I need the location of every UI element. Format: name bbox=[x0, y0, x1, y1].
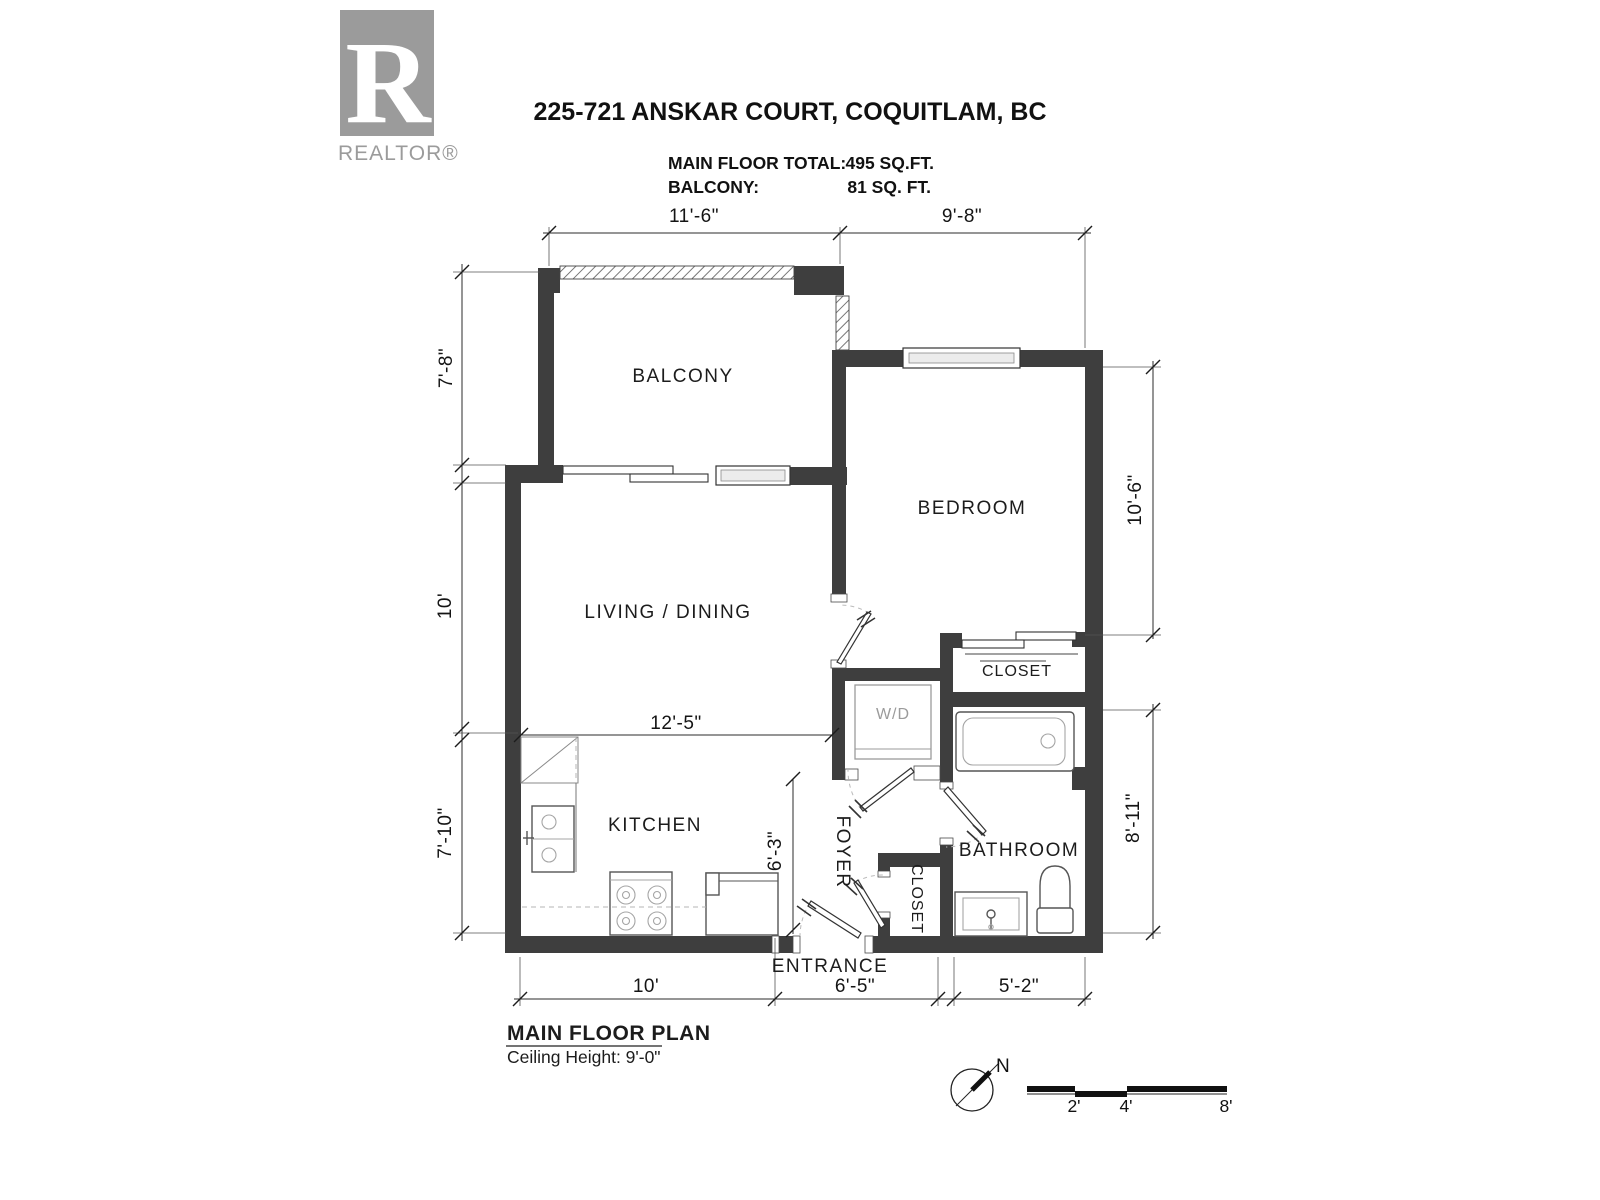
dim-right-bedroom: 10'-6" bbox=[1125, 474, 1146, 525]
dim-top-right: 9'-8" bbox=[942, 206, 982, 227]
realtor-logo-label: REALTOR® bbox=[338, 142, 459, 165]
door-jambs bbox=[771, 593, 954, 954]
label-foyer: FOYER bbox=[832, 816, 853, 889]
label-living-dining: LIVING / DINING bbox=[584, 602, 751, 623]
label-entrance: ENTRANCE bbox=[772, 956, 889, 977]
main-floor-total-label: MAIN FLOOR TOTAL: bbox=[668, 153, 846, 173]
dim-foyer-depth: 6'-3" bbox=[765, 831, 786, 871]
dim-right-bathroom: 8'-11" bbox=[1123, 793, 1144, 843]
foyer-closet-door bbox=[844, 874, 886, 929]
header: R REALTOR® 225-721 ANSKAR COURT, COQUITL… bbox=[338, 10, 1047, 197]
entrance-door bbox=[796, 898, 862, 939]
room-labels: BALCONY BEDROOM LIVING / DINING CLOSET W… bbox=[584, 366, 1079, 977]
label-balcony: BALCONY bbox=[632, 366, 733, 387]
dim-bottom-foyer: 6'-5" bbox=[835, 976, 875, 997]
bedroom-door bbox=[836, 604, 876, 665]
label-kitchen: KITCHEN bbox=[608, 815, 702, 836]
dimension-labels: 11'-6" 9'-8" 7'-8" 10' 7'-10" 10'-6" 8'-… bbox=[435, 206, 1146, 997]
dim-left-kitchen: 7'-10" bbox=[435, 807, 456, 858]
footer: MAIN FLOOR PLAN Ceiling Height: 9'-0" N … bbox=[506, 1022, 1233, 1116]
bedroom-window bbox=[902, 347, 1021, 369]
sink-vanity bbox=[954, 891, 1028, 937]
label-foyer-closet: CLOSET bbox=[908, 864, 925, 934]
scale-label-2: 2' bbox=[1067, 1096, 1080, 1116]
washer-dryer-door bbox=[847, 767, 915, 819]
dim-left-living: 10' bbox=[435, 593, 456, 619]
washer-dryer-unit bbox=[854, 684, 932, 760]
dim-living-width: 12'-5" bbox=[650, 713, 701, 734]
realtor-logo-r: R bbox=[345, 17, 432, 148]
bathtub bbox=[955, 711, 1075, 772]
toilet bbox=[1036, 865, 1074, 934]
walls bbox=[505, 266, 1103, 953]
stove bbox=[609, 871, 673, 936]
living-window bbox=[715, 465, 791, 486]
realtor-logo-icon bbox=[340, 10, 434, 136]
dim-bottom-kitchen: 10' bbox=[633, 976, 659, 997]
closet-sliding-door bbox=[961, 631, 1078, 662]
scale-label-4: 4' bbox=[1119, 1096, 1132, 1116]
scale-label-8: 8' bbox=[1219, 1096, 1232, 1116]
kitchen-sink bbox=[523, 805, 575, 873]
ceiling-height: Ceiling Height: 9'-0" bbox=[507, 1047, 661, 1067]
bathroom-door bbox=[943, 786, 987, 848]
balcony-area-label: BALCONY: bbox=[668, 177, 759, 197]
kitchen-counter-lines bbox=[520, 736, 706, 908]
label-bedroom-closet: CLOSET bbox=[982, 663, 1052, 680]
dim-bottom-bathroom: 5'-2" bbox=[999, 976, 1039, 997]
north-label: N bbox=[996, 1056, 1010, 1077]
label-washer-dryer: W/D bbox=[876, 706, 910, 723]
scale-bar: 2' 4' 8' bbox=[1027, 1086, 1233, 1116]
balcony-railings bbox=[559, 265, 850, 351]
dimension-lines bbox=[453, 225, 1161, 1007]
balcony-area-value: 81 SQ. FT. bbox=[847, 177, 931, 197]
dim-top-left: 11'-6" bbox=[669, 206, 719, 227]
balcony-sliding-door bbox=[562, 465, 709, 483]
dim-left-balcony: 7'-8" bbox=[436, 348, 457, 388]
north-compass-icon: N bbox=[950, 1056, 1010, 1112]
label-bathroom: BATHROOM bbox=[959, 840, 1079, 861]
label-bedroom: BEDROOM bbox=[918, 498, 1027, 519]
main-floor-total-value: 495 SQ.FT. bbox=[845, 153, 934, 173]
fridge-counter bbox=[705, 872, 779, 936]
page-title: 225-721 ANSKAR COURT, COQUITLAM, BC bbox=[533, 98, 1046, 126]
plan-title: MAIN FLOOR PLAN bbox=[507, 1022, 710, 1045]
